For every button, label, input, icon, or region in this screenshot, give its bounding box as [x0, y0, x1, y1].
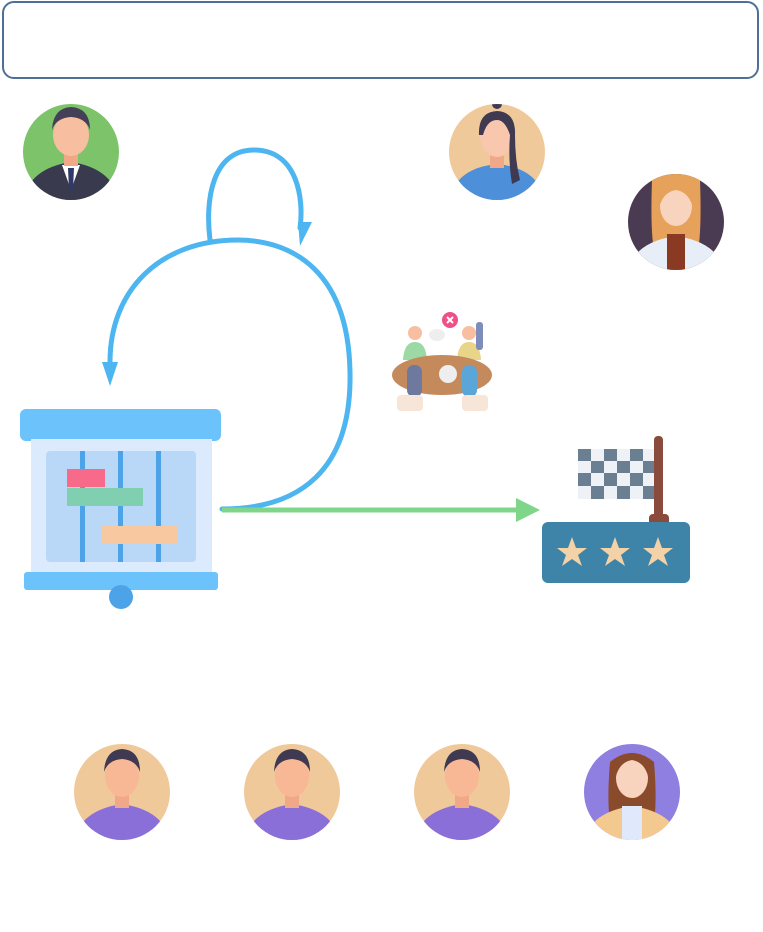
finish-flag-rating-icon: [542, 436, 690, 583]
woman-developer-avatar-icon: [584, 744, 680, 840]
loop-arrowhead-right: [298, 222, 312, 246]
feedback-loop-arrow: [107, 147, 353, 512]
businessman-avatar-icon: [23, 104, 119, 200]
woman-ponytail-avatar-icon: [449, 104, 545, 200]
developer-avatar-icon: [74, 744, 170, 840]
developer-avatar-icon: [244, 744, 340, 840]
kanban-board-icon: [20, 409, 221, 609]
developer-avatar-icon: [414, 744, 510, 840]
team-meeting-icon: [392, 312, 492, 411]
woman-longhair-avatar-icon: [628, 174, 724, 270]
progress-arrowhead: [516, 498, 540, 522]
title-box: [2, 1, 759, 79]
loop-arrowhead-left: [102, 362, 118, 386]
